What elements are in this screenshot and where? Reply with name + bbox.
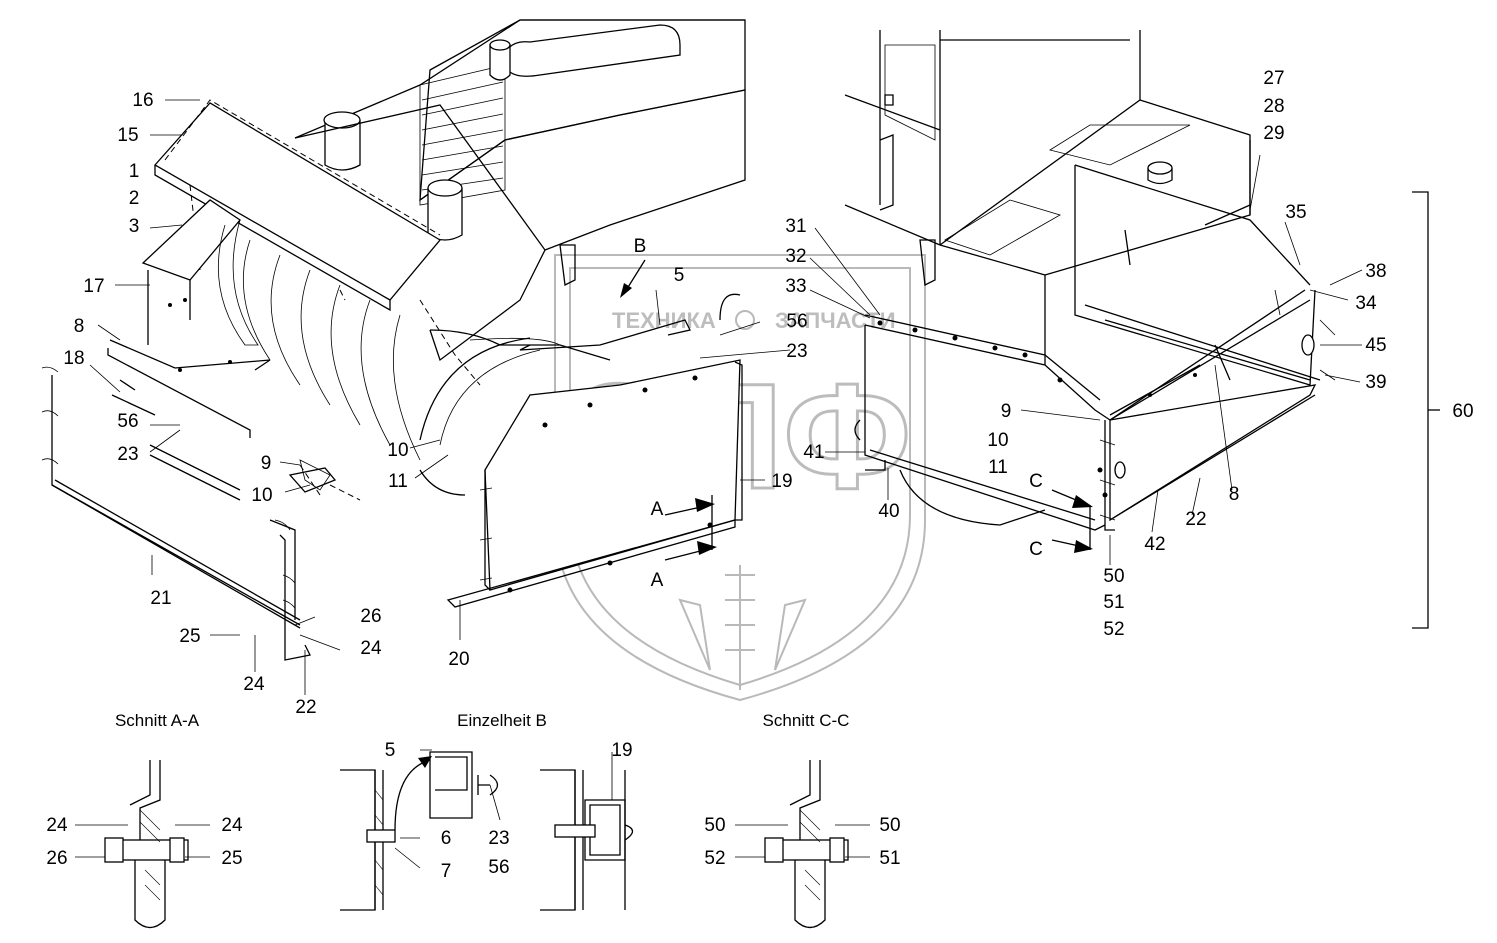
label-32: 32: [785, 246, 806, 267]
label-22-right: 22: [1185, 509, 1206, 530]
label-38: 38: [1365, 261, 1386, 282]
label-15: 15: [117, 125, 138, 146]
left-assembly: [41, 19, 936, 661]
label-26: 26: [360, 606, 381, 627]
label-31: 31: [785, 216, 806, 237]
grommet-icon: [1301, 334, 1315, 356]
label-9-right: 9: [1001, 401, 1012, 422]
watermark-text-right: ЗАПЧАСТИ: [775, 308, 896, 333]
label-21: 21: [150, 588, 171, 609]
watermark-text-left: ТЕХНИКА: [612, 308, 716, 333]
label-35: 35: [1285, 202, 1306, 223]
title-schnitt-c-c: Schnitt C-C: [763, 711, 850, 730]
label-10-right: 10: [987, 430, 1008, 451]
label-sb-7: 7: [441, 861, 452, 882]
label-29: 29: [1263, 123, 1284, 144]
label-56-mid: 56: [786, 311, 807, 332]
label-19: 19: [771, 471, 792, 492]
label-9-left: 9: [261, 453, 272, 474]
label-sa-24-right: 24: [221, 815, 243, 836]
label-sb-6: 6: [441, 828, 452, 849]
label-25: 25: [179, 626, 200, 647]
label-34: 34: [1355, 293, 1377, 314]
label-8-right: 8: [1229, 484, 1240, 505]
title-einzelheit-b: Einzelheit B: [457, 711, 547, 730]
label-1: 1: [129, 161, 140, 182]
label-39: 39: [1365, 372, 1386, 393]
section-arrows: [620, 259, 1093, 561]
fastener-dots: [168, 298, 713, 593]
label-sb-23: 23: [488, 828, 509, 849]
section-a-a: [75, 760, 210, 929]
label-40: 40: [878, 501, 899, 522]
label-sa-26: 26: [46, 848, 67, 869]
label-24-bottom: 24: [243, 674, 265, 695]
label-sb-56: 56: [488, 857, 509, 878]
label-16: 16: [132, 90, 153, 111]
label-18: 18: [63, 348, 84, 369]
label-17: 17: [83, 276, 104, 297]
label-sa-25: 25: [221, 848, 242, 869]
label-28: 28: [1263, 96, 1284, 117]
label-50: 50: [1103, 566, 1124, 587]
fastener-dots: [877, 320, 1197, 498]
label-52: 52: [1103, 619, 1124, 640]
label-45: 45: [1365, 335, 1386, 356]
label-41: 41: [803, 442, 824, 463]
label-27: 27: [1263, 68, 1284, 89]
label-3: 3: [129, 216, 140, 237]
label-24-right: 24: [360, 638, 382, 659]
title-schnitt-a-a: Schnitt A-A: [115, 711, 200, 730]
label-5: 5: [674, 265, 685, 286]
label-20: 20: [448, 649, 469, 670]
label-C-lower: C: [1029, 539, 1043, 560]
label-sb-19: 19: [611, 740, 632, 761]
label-22-left: 22: [295, 697, 316, 718]
leader-lines: [89, 99, 1363, 695]
label-B: B: [634, 236, 647, 257]
label-2: 2: [129, 188, 140, 209]
label-11-right: 11: [988, 457, 1008, 478]
label-C-upper: C: [1029, 471, 1043, 492]
label-sc-50-right: 50: [879, 815, 900, 836]
label-56-left: 56: [117, 411, 138, 432]
wheat-ears-icon: [678, 565, 807, 690]
label-42: 42: [1144, 534, 1165, 555]
label-11-mid: 11: [388, 471, 408, 492]
callout-labels: 16 15 1 2 3 17 8 18 56 23 9 10 21 25 24 …: [46, 68, 1473, 882]
label-sc-50-left: 50: [704, 815, 725, 836]
label-10-left: 10: [251, 485, 272, 506]
gear-icon: [735, 310, 755, 330]
section-c-c: [735, 760, 870, 929]
label-sb-5: 5: [385, 740, 396, 761]
label-23-mid: 23: [786, 341, 807, 362]
label-sa-24-left: 24: [46, 815, 68, 836]
label-60: 60: [1452, 401, 1473, 422]
label-51: 51: [1103, 592, 1124, 613]
right-assembly: [844, 30, 1440, 629]
detail-b: [340, 749, 634, 911]
label-33: 33: [785, 276, 806, 297]
label-A-lower: A: [651, 570, 664, 591]
label-8-left: 8: [74, 316, 85, 337]
label-sc-51: 51: [879, 848, 900, 869]
label-10-mid: 10: [387, 440, 408, 461]
label-A-upper: A: [651, 499, 664, 520]
label-23-left: 23: [117, 444, 138, 465]
label-sc-52: 52: [704, 848, 725, 869]
